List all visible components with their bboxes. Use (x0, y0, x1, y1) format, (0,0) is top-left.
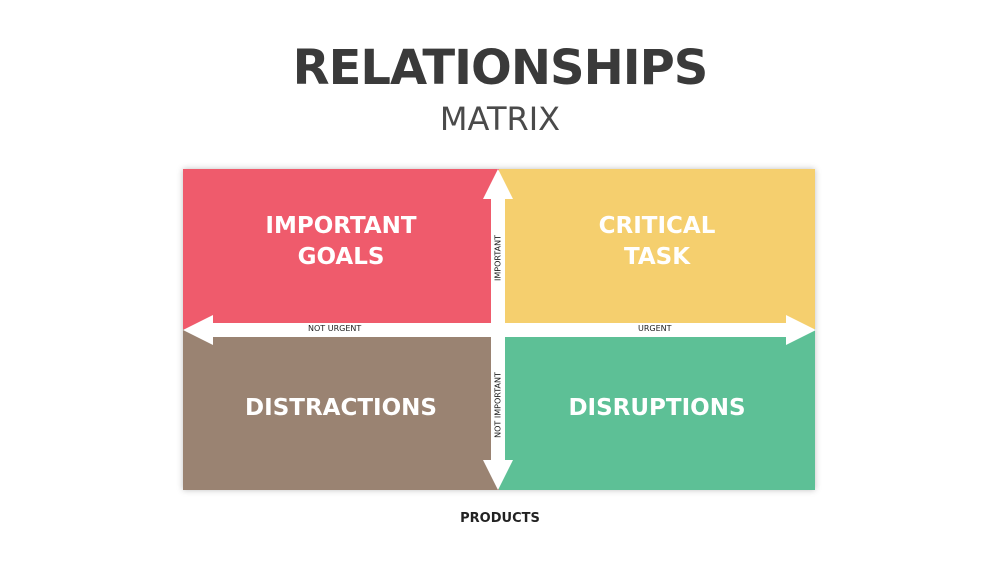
vertical-axis-line (491, 186, 505, 474)
axis-label-not-urgent: NOT URGENT (308, 324, 362, 333)
down-arrowhead (483, 460, 513, 490)
up-arrowhead (483, 169, 513, 199)
right-arrowhead (786, 315, 816, 345)
quadrant-distractions: DISTRACTIONS (183, 329, 499, 490)
page-subtitle: MATRIX (439, 100, 561, 138)
page-title: RELATIONSHIPS (292, 40, 709, 96)
quadrant-label: DISRUPTIONS (568, 395, 746, 421)
quadrant-disruptions: DISRUPTIONS (499, 329, 815, 490)
axis-label-not-important: NOT IMPORTANT (493, 372, 503, 438)
axis-label-urgent: URGENT (638, 324, 672, 333)
quadrant-label: DISTRACTIONS (245, 395, 437, 421)
footer-label: PRODUCTS (460, 511, 540, 526)
left-arrowhead (183, 315, 213, 345)
axis-label-important: IMPORTANT (493, 235, 503, 281)
